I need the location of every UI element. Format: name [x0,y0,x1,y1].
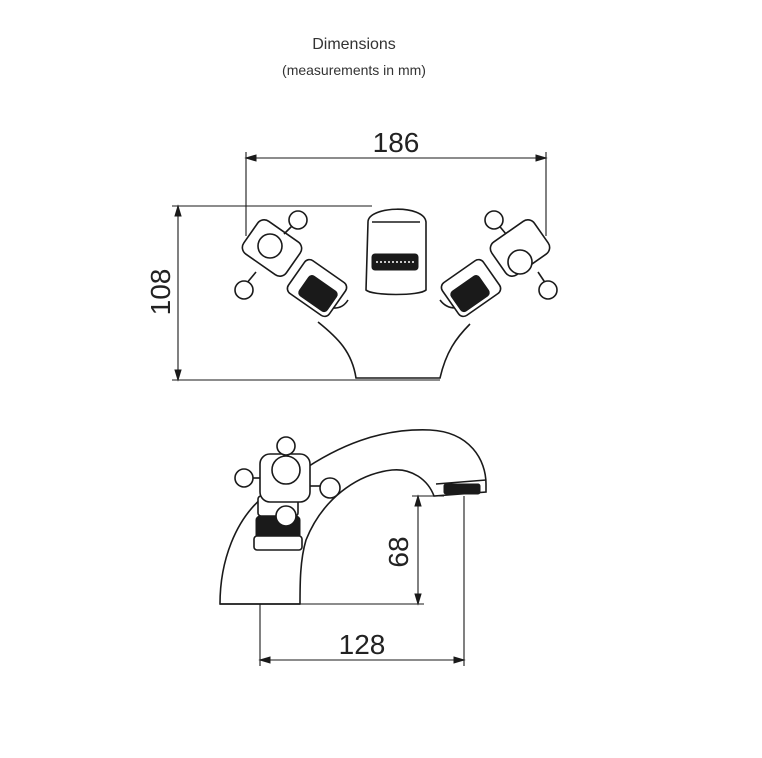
side-handle-knob-top [276,436,296,456]
dimension-side-reach: 128 [258,496,466,666]
side-view: 68 128 [219,429,487,666]
handle-side [234,436,341,527]
dimension-label-128: 128 [339,629,386,660]
dimension-label-108: 108 [145,269,176,316]
left-handle-front [234,210,348,318]
diagram-subtitle: (measurements in mm) [282,62,426,78]
left-handle-knob-bottom [234,280,254,300]
diagram-title: Dimensions [312,36,396,53]
tap-body-front [317,321,471,379]
front-view: 186 108 [145,127,558,382]
dimension-label-186: 186 [373,127,420,158]
right-handle-knob-bottom [538,280,558,300]
right-handle-knob-top [484,210,504,230]
dimension-spout-height: 68 [300,494,444,606]
left-handle-knob-top [288,210,308,230]
spout-front [365,208,427,296]
side-handle-knob-right [319,477,341,499]
dimension-front-height: 108 [145,204,440,382]
side-handle-knob-front [275,505,297,527]
side-handle-knob-left [234,468,254,488]
right-handle-front [440,210,558,318]
dimension-front-width: 186 [244,127,548,236]
aerator-side [443,483,481,495]
dimension-label-68: 68 [383,536,414,567]
